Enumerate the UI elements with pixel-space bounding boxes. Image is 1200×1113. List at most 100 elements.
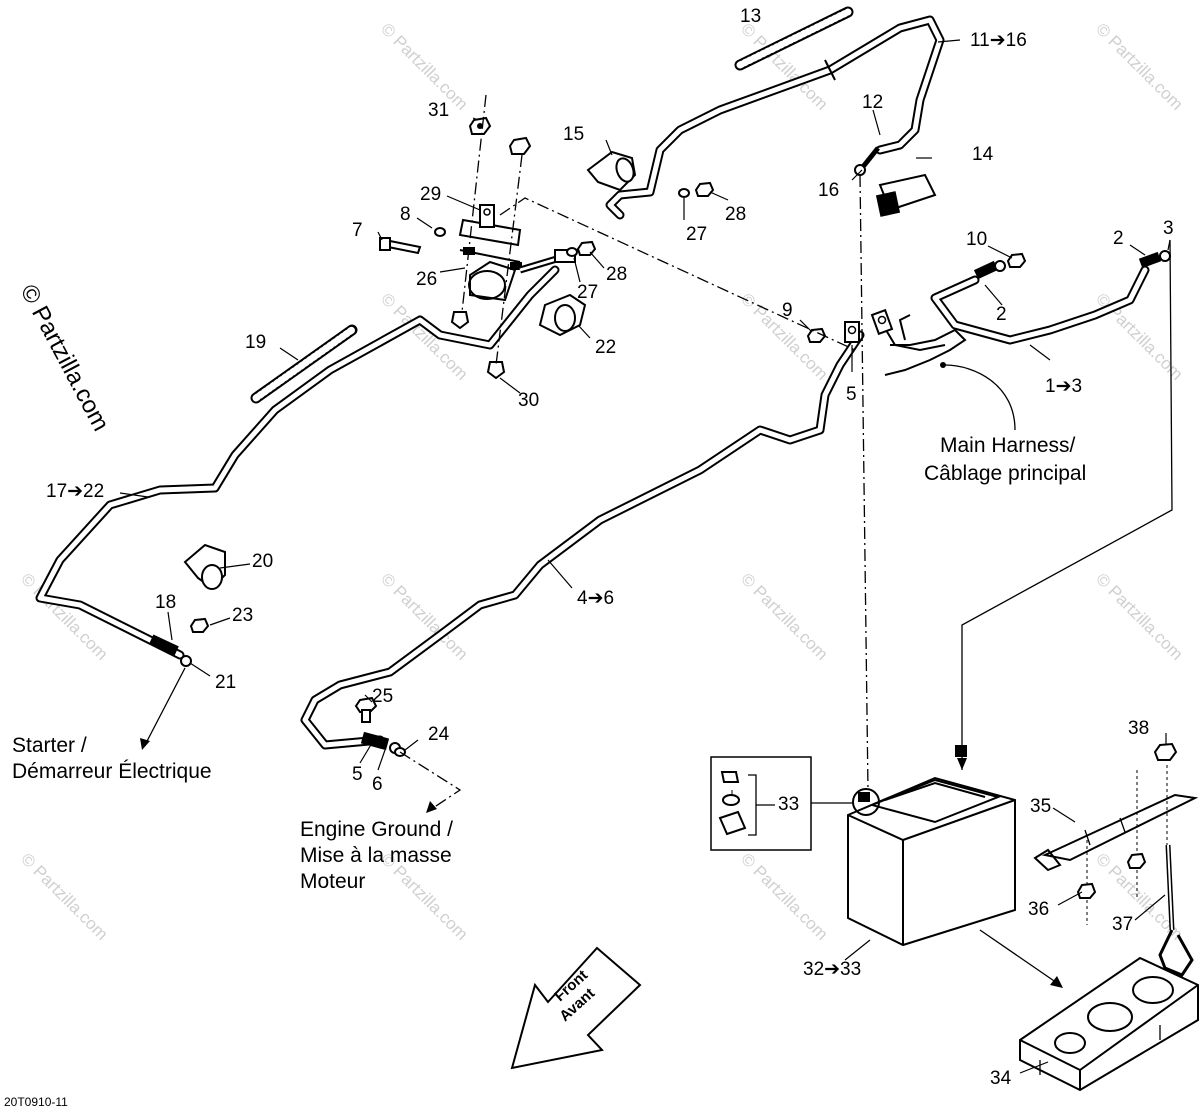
- rubber-nut-36-b: [1126, 852, 1147, 869]
- callout-16: 16: [818, 180, 839, 201]
- callout-10: 10: [966, 229, 987, 250]
- callout-29: 29: [420, 184, 441, 205]
- partzilla-side-watermark: © Partzilla.com: [15, 280, 115, 435]
- starter-cable-17-22: [35, 265, 560, 667]
- callout-18: 18: [155, 592, 176, 613]
- callout-17-22: 17➔22: [46, 481, 104, 502]
- callout-21: 21: [215, 672, 236, 693]
- callout-36: 36: [1028, 899, 1049, 920]
- hold-down-strap-35: [1033, 793, 1199, 872]
- arrowhead-starter: [140, 738, 150, 750]
- engine-ground-label-fr-2: Moteur: [300, 870, 365, 893]
- watermark-tile: © Partzilla.com: [737, 849, 831, 943]
- watermark-tile: © Partzilla.com: [1092, 289, 1186, 383]
- callout-leaders: [119, 39, 1171, 1074]
- callout-2-upper: 2: [1113, 228, 1124, 249]
- battery-32: [847, 745, 1016, 947]
- callout-15: 15: [563, 124, 584, 145]
- terminal-boot-15: [586, 150, 637, 192]
- watermark-tile: © Partzilla.com: [737, 569, 831, 663]
- protective-sleeve-19: [250, 324, 358, 404]
- callout-7: 7: [352, 220, 363, 241]
- nut-9: [806, 327, 827, 343]
- callout-6: 6: [372, 774, 383, 795]
- callout-37: 37: [1112, 914, 1133, 935]
- assembly-leader-lines: [144, 94, 1173, 986]
- arrowhead-tray: [1050, 976, 1063, 988]
- watermark-tile: © Partzilla.com: [1092, 19, 1186, 113]
- callout-14: 14: [972, 144, 994, 165]
- battery-tray-34: [1019, 956, 1199, 1092]
- callout-5-upper: 5: [846, 384, 857, 405]
- bolt-lower-left: [450, 311, 470, 330]
- callout-8: 8: [400, 204, 411, 225]
- callout-22-boot: 22: [595, 337, 616, 358]
- callout-28-upper: 28: [725, 204, 746, 225]
- callout-12: 12: [862, 92, 883, 113]
- nut-top: [508, 136, 532, 155]
- callout-11-16: 11➔16: [970, 30, 1027, 51]
- nut-10: [1006, 252, 1027, 268]
- nut-28-lower: [576, 240, 597, 256]
- callout-34: 34: [990, 1068, 1012, 1089]
- main-harness-fragment: [879, 314, 967, 376]
- callout-24: 24: [428, 724, 450, 745]
- nut-28-upper: [694, 181, 715, 197]
- callout-5-lower: 5: [352, 764, 363, 785]
- callout-1-3: 1➔3: [1045, 376, 1082, 397]
- bolt-7: [379, 237, 422, 255]
- cable-terminal-18: [149, 634, 179, 656]
- callout-31: 31: [428, 100, 449, 121]
- callout-3: 3: [1163, 218, 1174, 239]
- washer-27-upper: [678, 188, 690, 198]
- cable-11-16: [605, 15, 945, 220]
- bolt-25: [354, 696, 378, 723]
- callout-4-6: 4➔6: [577, 588, 614, 609]
- nut-31: [468, 116, 492, 135]
- terminal-hardware-kit-33: [710, 756, 853, 851]
- callout-30: 30: [518, 390, 539, 411]
- callout-32-33: 32➔33: [803, 959, 861, 980]
- starter-label: Starter /: [12, 734, 87, 757]
- terminal-boot-20: [183, 543, 226, 590]
- callout-27-upper: 27: [686, 224, 707, 245]
- ring-terminal-5: [844, 308, 894, 343]
- protective-sleeve-13: [734, 6, 854, 71]
- rubber-nut-36-a: [1076, 882, 1097, 899]
- nut-23: [189, 617, 210, 633]
- callout-35: 35: [1030, 796, 1051, 817]
- callout-2-lower: 2: [996, 304, 1007, 325]
- callout-23: 23: [232, 605, 253, 626]
- harness-dot: [940, 362, 946, 368]
- main-harness-label-fr: Câblage principal: [924, 462, 1086, 485]
- callout-26: 26: [416, 269, 437, 290]
- watermark-tile: © Partzilla.com: [17, 849, 111, 943]
- starter-solenoid: [458, 204, 576, 302]
- hold-down-rod-37: [1158, 844, 1194, 977]
- callout-9: 9: [782, 300, 793, 321]
- callout-13: 13: [740, 6, 761, 27]
- washer-8: [434, 227, 446, 237]
- starter-label-fr: Démarreur Électrique: [12, 760, 212, 783]
- callout-25: 25: [372, 686, 393, 707]
- nut-38: [1153, 742, 1178, 761]
- ground-cable-4-6: [300, 330, 865, 754]
- figure-code: 20T0910-11: [4, 1095, 68, 1109]
- watermark-tile: © Partzilla.com: [377, 19, 471, 113]
- callout-38: 38: [1128, 718, 1149, 739]
- callout-20: 20: [252, 551, 273, 572]
- engine-ground-label-fr: Mise à la masse: [300, 844, 452, 867]
- watermark-tile: © Partzilla.com: [1092, 569, 1186, 663]
- location-labels: Main Harness/ Câblage principal Starter …: [12, 434, 1086, 893]
- main-harness-label: Main Harness/: [940, 434, 1076, 457]
- bolt-30: [486, 361, 506, 380]
- arrowhead-battery-plus: [957, 758, 967, 770]
- callout-27-lower: 27: [577, 282, 598, 303]
- arrowhead-ground: [426, 801, 437, 813]
- callout-28-lower: 28: [606, 264, 627, 285]
- engine-ground-label: Engine Ground /: [300, 818, 453, 841]
- callout-33: 33: [778, 794, 799, 815]
- terminal-boot-22: [538, 293, 587, 337]
- terminal-boot-14: [875, 173, 937, 217]
